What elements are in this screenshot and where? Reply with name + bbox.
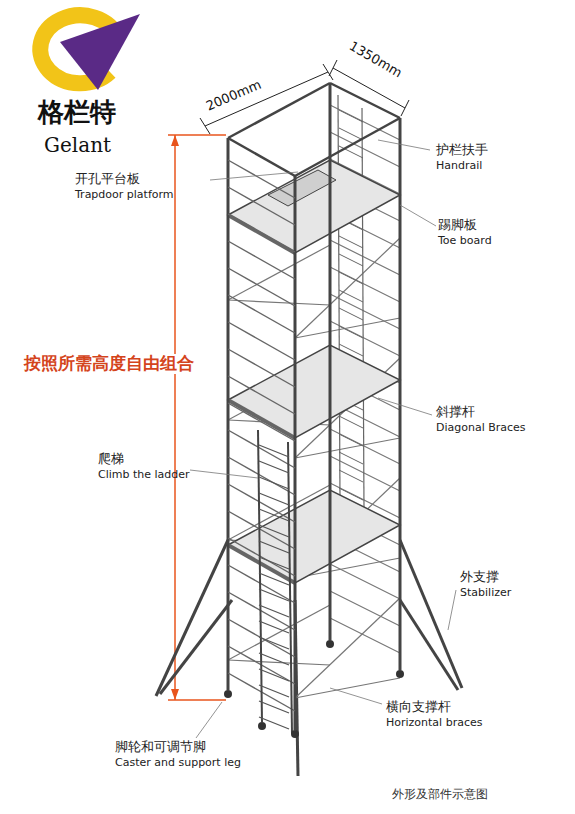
frame-tube <box>259 637 289 649</box>
part-name: 脚轮和可调节脚 <box>115 740 206 755</box>
logo-name: Gelant <box>44 134 111 157</box>
frame-tube <box>399 118 402 670</box>
frame-tube <box>362 108 364 512</box>
frame-tube <box>228 400 295 438</box>
dimension: 1350mm <box>346 39 404 81</box>
frame-tube <box>329 83 332 640</box>
frame-tube <box>259 605 289 617</box>
part-name: Stabilizer <box>460 587 511 600</box>
frame-tube <box>339 326 363 338</box>
frame-tube <box>259 557 289 569</box>
frame-tube <box>339 236 363 248</box>
part-name: Handrail <box>436 160 482 173</box>
frame-tube <box>295 678 400 698</box>
caster-wheel <box>396 670 404 678</box>
platform-board <box>228 160 400 253</box>
scaffold-frame <box>224 83 404 738</box>
caster-wheel <box>258 722 266 730</box>
frame-tube <box>339 290 363 302</box>
frame-tube <box>295 318 400 338</box>
frame-tube <box>259 461 289 473</box>
part-name: 护栏扶手 <box>436 143 488 158</box>
frame-tube <box>295 438 400 458</box>
part-name: Climb the ladder <box>98 469 190 482</box>
part-name: 踢脚板 <box>438 218 477 233</box>
frame-tube <box>330 267 400 302</box>
frame-tube <box>330 240 400 275</box>
frame-tube <box>338 95 340 500</box>
frame-tube <box>288 442 292 734</box>
caster-wheel <box>224 690 232 698</box>
caster-wheel <box>291 730 299 738</box>
caption: 外形及部件示意图 <box>392 788 488 802</box>
frame-tube <box>339 254 363 266</box>
frame-tube <box>259 541 289 553</box>
frame-tube <box>259 669 289 681</box>
frame-tube <box>228 545 295 583</box>
part-name: 斜撑杆 <box>436 405 475 420</box>
part-name: Caster and support leg <box>115 757 241 770</box>
frame-tube <box>259 573 289 585</box>
frame-tube <box>259 701 289 713</box>
frame-tube <box>339 128 363 140</box>
platform-board <box>228 490 400 583</box>
platform-board <box>228 345 400 438</box>
frame-tube <box>339 452 363 464</box>
frame-tube <box>295 598 400 698</box>
frame-tube <box>228 605 330 660</box>
caster-wheel <box>326 640 334 648</box>
logo-mark <box>40 14 140 90</box>
frame-tube <box>259 445 289 457</box>
frame-tube <box>259 653 289 665</box>
part-name: Horizontal braces <box>386 717 482 730</box>
frame-tube <box>228 245 330 300</box>
frame-tube <box>330 294 400 329</box>
frame-tube <box>330 83 400 118</box>
frame-tube <box>339 110 363 122</box>
frame-tube <box>259 525 289 537</box>
frame-tube <box>227 138 230 690</box>
frame-tube <box>339 272 363 284</box>
frame-tube <box>259 621 289 633</box>
frame-tube <box>258 430 262 722</box>
part-name: Toe board <box>438 235 492 248</box>
frame-tube <box>228 138 295 176</box>
frame-tube <box>339 146 363 158</box>
frame-tube <box>259 493 289 505</box>
part-name: 横向支撑杆 <box>386 700 451 715</box>
leader-lines <box>190 140 456 738</box>
frame-tube <box>330 429 400 464</box>
frame-tube <box>339 416 363 428</box>
part-name: Trapdoor platform <box>75 189 174 202</box>
frame-tube <box>294 176 297 730</box>
frame-tube <box>339 470 363 482</box>
frame-tube <box>295 118 400 176</box>
height-dimension <box>168 135 226 700</box>
part-name: 外支撑 <box>460 570 499 585</box>
frame-tube <box>259 685 289 697</box>
frame-tube <box>330 618 400 653</box>
frame-tube <box>259 477 289 489</box>
part-name: 爬梯 <box>98 452 124 467</box>
frame-tube <box>339 308 363 320</box>
frame-tube <box>295 238 400 338</box>
frame-tube <box>339 434 363 446</box>
frame-tube <box>259 717 289 729</box>
logo-name: 格栏特 <box>38 98 116 128</box>
part-name: Diagonal Braces <box>436 422 526 435</box>
part-name: 开孔平台板 <box>75 172 140 187</box>
frame-tube <box>259 589 289 601</box>
frame-tube <box>259 509 289 521</box>
dimension: 2000mm <box>204 78 264 115</box>
height-note: 按照所需高度自由组合 <box>22 354 196 374</box>
